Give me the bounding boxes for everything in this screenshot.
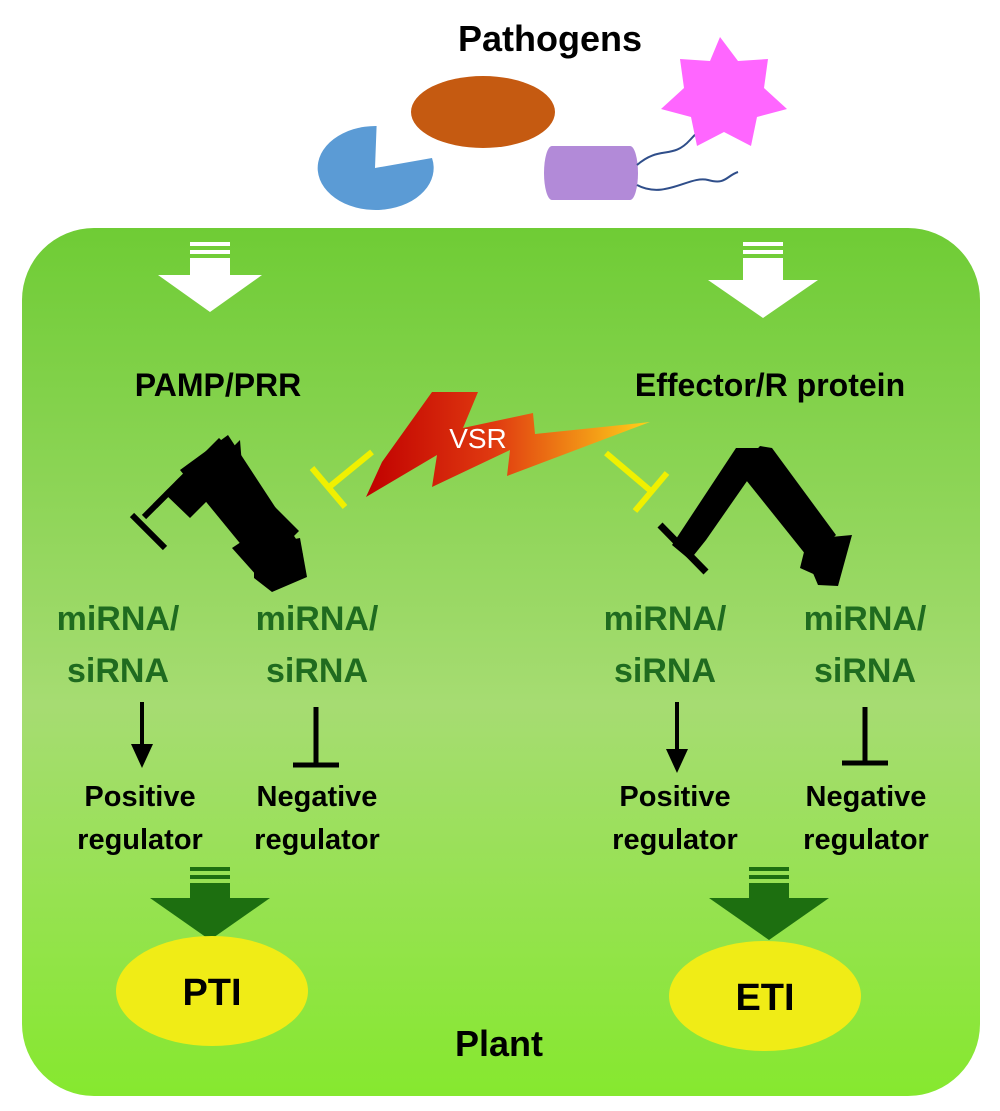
regulator-line2: regulator [612,824,738,856]
left-hatched-inhibition [129,455,206,551]
rna-label-line1: miRNA/ [604,600,727,638]
pamp-prr-label: PAMP/PRR [135,367,302,403]
pti-label: PTI [182,972,241,1014]
regulator-line1: Positive [84,781,195,813]
pathogen-pie-shape [317,125,434,210]
right-rna-left: miRNA/ siRNA [604,600,727,690]
left-outcome-arrow [150,867,270,940]
pathogens-group: Pathogens [317,18,787,210]
vsr-label: VSR [449,423,507,454]
vsr-lightning-bolt [366,392,650,497]
regulator-line1: Negative [257,781,378,813]
rna-label-line1: miRNA/ [57,600,180,638]
regulator-line2: regulator [254,824,380,856]
pathogens-title: Pathogens [458,18,642,59]
regulator-line1: Negative [806,781,927,813]
rna-label-line2: siRNA [67,652,169,690]
right-positive-regulator: Positive regulator [612,781,738,856]
left-entry-arrow [158,242,262,312]
right-outcome-arrow [709,867,829,940]
left-rna-right: miRNA/ siRNA [256,600,379,690]
plant-label: Plant [455,1023,543,1064]
plant-cell-background [22,228,980,1096]
right-repression-bar [842,707,888,766]
right-entry-arrow [708,242,818,318]
eti-pathway-arrow [657,446,852,586]
rna-label-line2: siRNA [814,652,916,690]
regulator-line1: Positive [619,781,730,813]
rna-label-line2: siRNA [614,652,716,690]
right-negative-regulator: Negative regulator [803,781,929,856]
vsr-inhibition-left [309,449,374,509]
left-repression-bar [293,707,339,768]
pathogen-rod-shape [544,146,638,200]
right-activation-arrow [666,702,688,773]
left-positive-regulator: Positive regulator [77,781,203,856]
left-rna-left: miRNA/ siRNA [57,600,180,690]
eti-label: ETI [735,977,794,1019]
pathogen-entry-arrows [158,242,818,318]
ptI-pathway-arrow [164,435,307,592]
rna-label-line1: miRNA/ [804,600,927,638]
left-activation-arrow [131,702,153,768]
rna-label-line1: miRNA/ [256,600,379,638]
regulator-line2: regulator [803,824,929,856]
left-negative-regulator: Negative regulator [254,781,380,856]
pathogen-star-shape [661,37,787,146]
rna-label-line2: siRNA [266,652,368,690]
pti-ellipse [116,936,308,1046]
effector-r-protein-label: Effector/R protein [635,367,905,403]
regulator-line2: regulator [77,824,203,856]
pathogen-oval-shape [411,76,555,148]
right-rna-right: miRNA/ siRNA [804,600,927,690]
pathogen-flagellum-lower [636,171,739,191]
eti-ellipse [669,941,861,1051]
vsr-inhibition-right [604,450,670,513]
